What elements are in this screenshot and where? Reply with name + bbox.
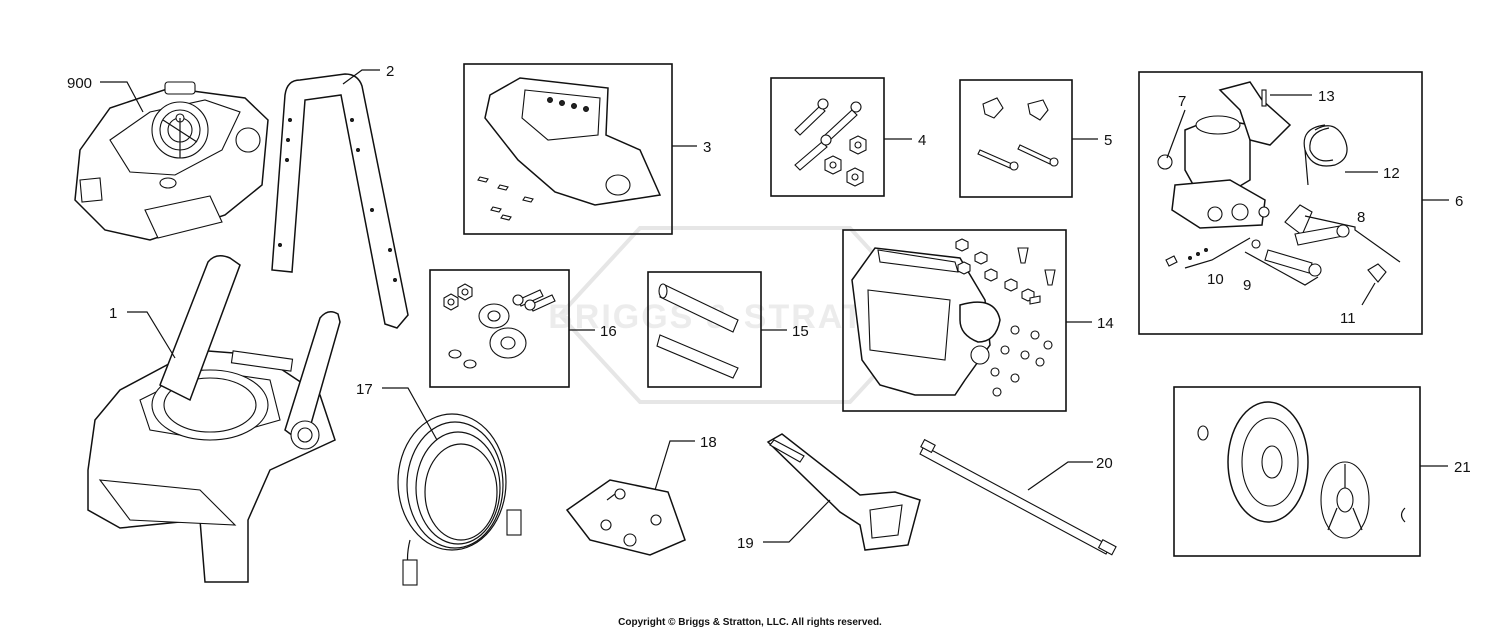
- nozzle-kit-part: [565, 479, 686, 556]
- leader-9: [1244, 251, 1319, 286]
- leader-10: [1184, 237, 1251, 269]
- grip-kit-part: [647, 271, 762, 388]
- callout-10: 10: [1207, 271, 1224, 288]
- leader-8: [1304, 215, 1401, 263]
- engine-part: [74, 81, 269, 241]
- pump-kit-part: [1138, 71, 1423, 335]
- callout-20: 20: [1096, 455, 1113, 472]
- callout-900: 900: [67, 75, 92, 92]
- callout-3: 3: [703, 139, 711, 156]
- hose-part: [397, 413, 522, 586]
- bolt-kit-part: [770, 77, 885, 197]
- callout-21: 21: [1454, 459, 1471, 476]
- leader-11: [1361, 282, 1376, 306]
- spray-gun-part: [766, 433, 921, 551]
- console-kit-part: [463, 63, 673, 235]
- leader-900: [100, 81, 144, 113]
- leader-20: [1027, 461, 1093, 491]
- handle-part: [271, 73, 409, 329]
- callout-1: 1: [109, 305, 117, 322]
- leader-18: [654, 440, 695, 491]
- leader-7: [1166, 109, 1186, 159]
- leader-1: [127, 311, 176, 359]
- wheel-kit-part: [1173, 386, 1421, 557]
- callout-15: 15: [792, 323, 809, 340]
- bearing-kit-part: [429, 269, 570, 388]
- callout-12: 12: [1383, 165, 1400, 182]
- callout-16: 16: [600, 323, 617, 340]
- knob-kit-part: [959, 79, 1073, 198]
- callout-8: 8: [1357, 209, 1365, 226]
- callout-2: 2: [386, 63, 394, 80]
- leader-19: [763, 499, 831, 543]
- copyright-notice: Copyright © Briggs & Stratton, LLC. All …: [618, 617, 882, 628]
- callout-13: 13: [1318, 88, 1335, 105]
- callout-6: 6: [1455, 193, 1463, 210]
- callout-14: 14: [1097, 315, 1114, 332]
- callout-11: 11: [1340, 310, 1356, 327]
- wand-part: [919, 438, 1117, 556]
- leader-2: [342, 69, 380, 85]
- callout-17: 17: [356, 381, 373, 398]
- leader-17: [382, 387, 438, 441]
- frame-part: [87, 255, 341, 583]
- shroud-kit-part: [842, 229, 1067, 412]
- callout-18: 18: [700, 434, 717, 451]
- callout-4: 4: [918, 132, 926, 149]
- callout-19: 19: [737, 535, 754, 552]
- callout-7: 7: [1178, 93, 1186, 110]
- callout-9: 9: [1243, 277, 1251, 294]
- callout-5: 5: [1104, 132, 1112, 149]
